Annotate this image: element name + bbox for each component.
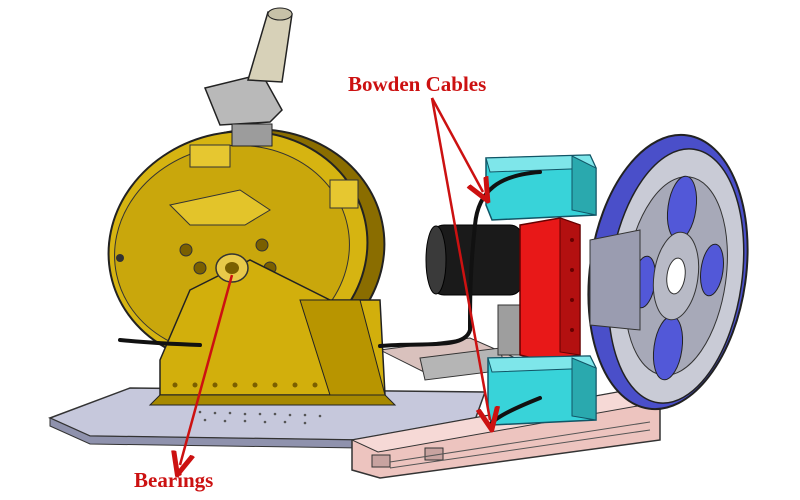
pulley-wheel bbox=[587, 133, 749, 411]
cable-clamp-top bbox=[485, 154, 597, 221]
housing-stand bbox=[148, 259, 397, 406]
joystick-handle bbox=[203, 7, 293, 147]
bowden-arrows bbox=[430, 97, 490, 420]
bearing-shaft bbox=[215, 253, 249, 283]
motor bbox=[425, 224, 523, 296]
bearings-label: Bearings bbox=[134, 468, 214, 492]
red-block bbox=[519, 217, 581, 361]
bearings-arrow bbox=[180, 274, 234, 465]
bowden-cables-label: Bowden Cables bbox=[348, 72, 487, 96]
